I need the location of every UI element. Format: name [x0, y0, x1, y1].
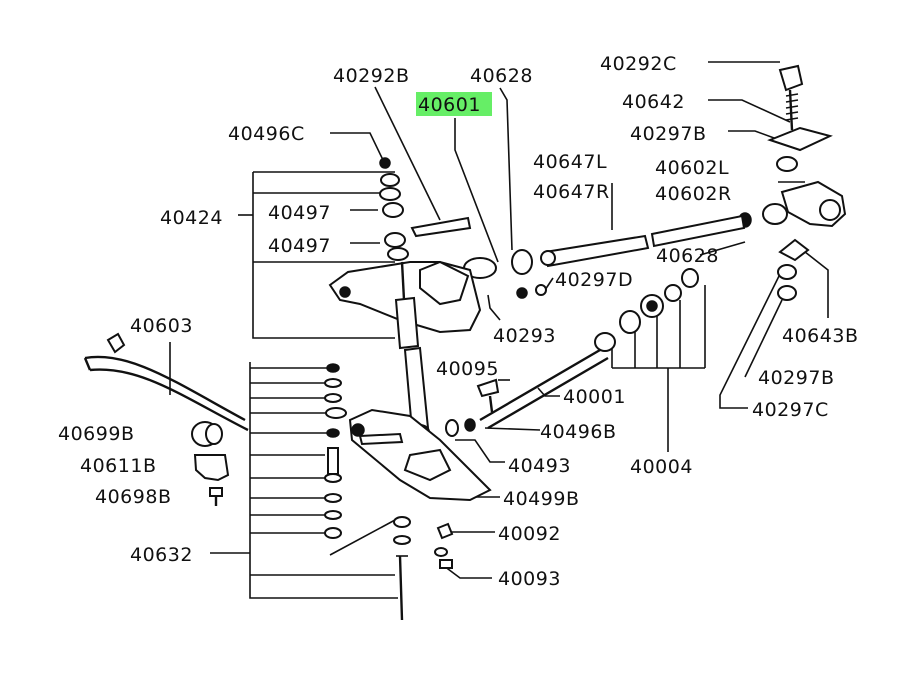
part-shapes: [83, 64, 847, 621]
label-40601: 40601: [418, 94, 481, 116]
label-40642: 40642: [622, 91, 685, 113]
label-40647R: 40647R: [533, 181, 610, 203]
label-40004: 40004: [630, 456, 693, 478]
label-40292B: 40292B: [333, 65, 409, 87]
label-40297C: 40297C: [752, 399, 829, 421]
label-40293: 40293: [493, 325, 556, 347]
label-40647L: 40647L: [533, 151, 607, 173]
label-40095: 40095: [436, 358, 499, 380]
part-number-labels: 40292B 40628 40292C 40601 40642 40496C 4…: [58, 53, 858, 590]
label-40424: 40424: [160, 207, 223, 229]
label-40497-lower: 40497: [268, 235, 331, 257]
label-40493: 40493: [508, 455, 571, 477]
label-40496C: 40496C: [228, 123, 305, 145]
label-40628-right: 40628: [656, 245, 719, 267]
label-40611B: 40611B: [80, 455, 156, 477]
label-40643B: 40643B: [782, 325, 858, 347]
label-40602L: 40602L: [655, 157, 729, 179]
label-40499B: 40499B: [503, 488, 579, 510]
label-40497-upper: 40497: [268, 202, 331, 224]
label-40602R: 40602R: [655, 183, 732, 205]
label-40632: 40632: [130, 544, 193, 566]
label-40297B-top: 40297B: [630, 123, 706, 145]
label-40698B: 40698B: [95, 486, 171, 508]
label-40292C: 40292C: [600, 53, 677, 75]
part-number-highlight: [416, 92, 492, 116]
label-40297D: 40297D: [555, 269, 633, 291]
label-40603: 40603: [130, 315, 193, 337]
label-40496B: 40496B: [540, 421, 616, 443]
label-40092: 40092: [498, 523, 561, 545]
label-40699B: 40699B: [58, 423, 134, 445]
label-40297B-lower: 40297B: [758, 367, 834, 389]
label-40628-top: 40628: [470, 65, 533, 87]
label-40001: 40001: [563, 386, 626, 408]
label-40093: 40093: [498, 568, 561, 590]
